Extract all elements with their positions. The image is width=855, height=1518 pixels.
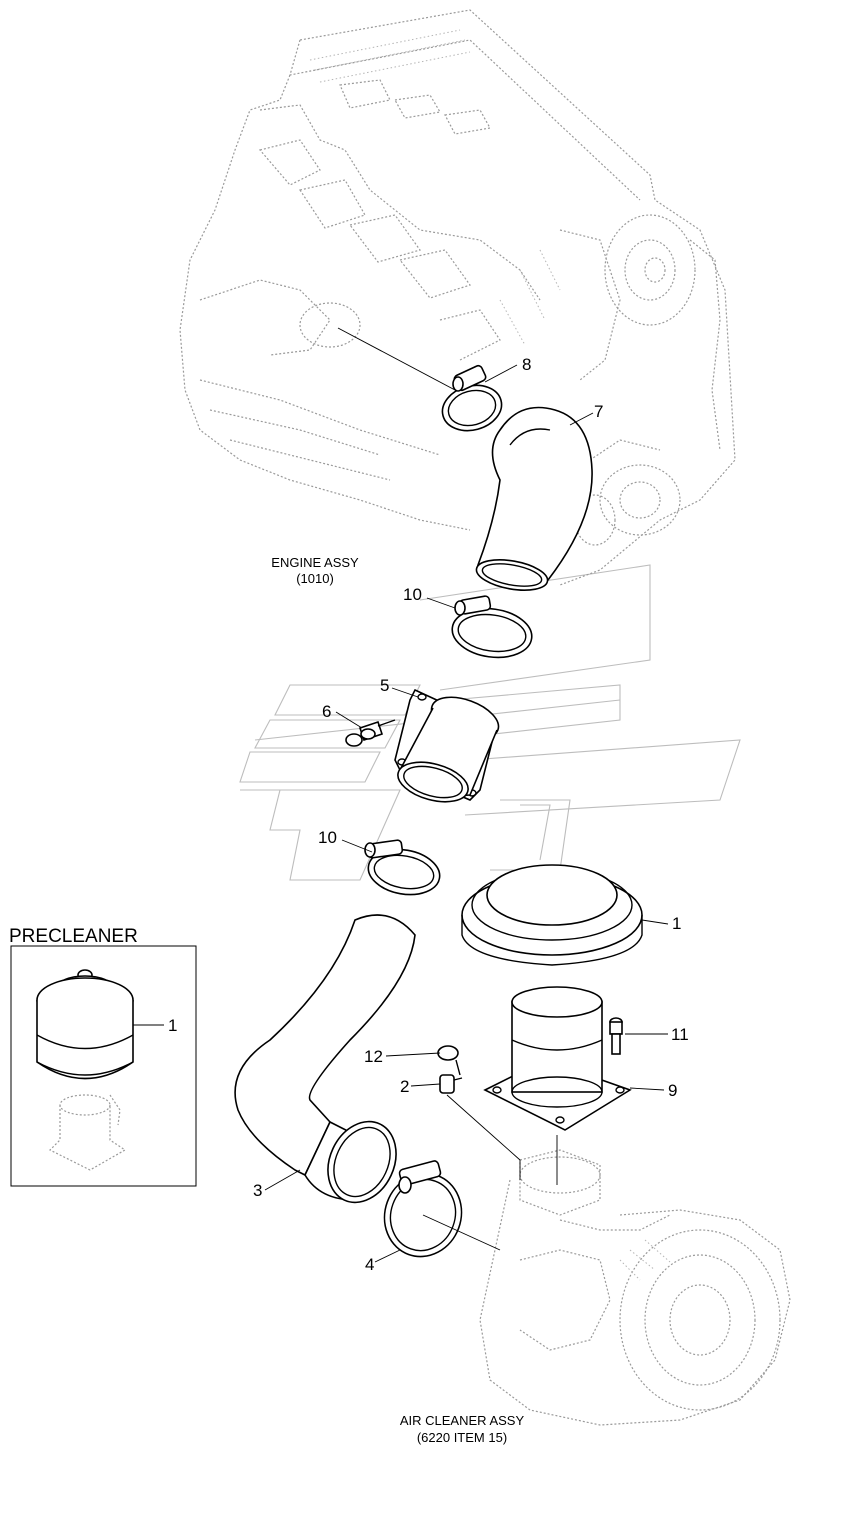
engine-assy-number: (1010)	[296, 571, 334, 586]
precleaner-unit	[36, 969, 134, 1080]
callout-8: 8	[522, 355, 531, 374]
precleaner-frame	[10, 945, 197, 1187]
precleaner-base-ghost	[48, 1094, 127, 1171]
part-1-cover	[461, 864, 643, 966]
engine-assy-caption: ENGINE ASSY (1010)	[271, 555, 359, 586]
part-9-flanged-tube	[483, 986, 632, 1131]
callout-4: 4	[365, 1255, 374, 1274]
part-10-upper-clamp	[451, 595, 533, 659]
precleaner-title: PRECLEANER	[9, 926, 138, 947]
part-5-flanged-adapter	[394, 688, 500, 803]
part-12-cap	[437, 1045, 461, 1076]
precleaner-inset: PRECLEANER 1	[9, 926, 197, 1187]
callout-11: 11	[671, 1025, 689, 1044]
air-cleaner-assy-label: AIR CLEANER ASSY	[400, 1413, 525, 1428]
air-cleaner-assy-caption: AIR CLEANER ASSY (6220 ITEM 15)	[400, 1413, 525, 1445]
callout-1-precleaner: 1	[168, 1016, 177, 1035]
engine-assy-label: ENGINE ASSY	[271, 555, 359, 570]
callout-1: 1	[672, 914, 681, 933]
part-3-lower-hose	[234, 914, 416, 1204]
air-cleaner-assy-ghost	[479, 1149, 791, 1426]
callouts: 8 7 10 5 6 10 1 11 12 2 9 3 4	[253, 355, 689, 1274]
callout-12: 12	[364, 1047, 383, 1066]
air-cleaner-assy-number: (6220 ITEM 15)	[417, 1430, 507, 1445]
part-6-bolt	[345, 719, 396, 747]
callout-10-upper: 10	[403, 585, 422, 604]
leader-lines	[264, 327, 669, 1263]
callout-6: 6	[322, 702, 331, 721]
engine-assy-ghost	[179, 9, 736, 586]
part-7-upper-hose	[475, 406, 593, 591]
callout-10-lower: 10	[318, 828, 337, 847]
part-10-lower-clamp	[364, 839, 441, 896]
part-8-hose-clamp	[441, 364, 503, 432]
callout-3: 3	[253, 1181, 262, 1200]
callout-2: 2	[400, 1077, 409, 1096]
callout-5: 5	[380, 676, 389, 695]
callout-9: 9	[668, 1081, 677, 1100]
callout-7: 7	[594, 402, 603, 421]
part-11-bolt	[609, 1017, 623, 1055]
part-2-indicator	[439, 1074, 463, 1094]
